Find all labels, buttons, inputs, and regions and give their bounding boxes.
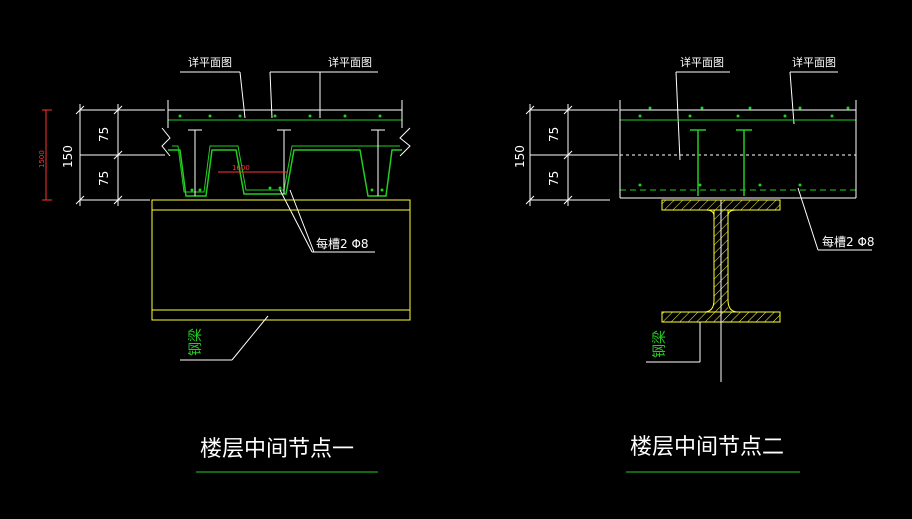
node-two-detail: 详平面图 详平面图 150 75 75 xyxy=(513,55,875,473)
node-two-beam-label: 钢梁 xyxy=(652,330,668,358)
node-one-dim-bottom: 75 xyxy=(97,171,111,186)
node-one-slab xyxy=(161,100,411,197)
node-two-dimension-lines xyxy=(525,104,618,206)
node-one-reference-leaders xyxy=(180,71,378,119)
node-one-beam-leader xyxy=(180,315,269,361)
node-two-slab xyxy=(619,100,857,199)
node-one-rebar-note: 每槽2 Φ8 xyxy=(316,236,369,251)
node-two-ref-label-right: 详平面图 xyxy=(792,55,836,69)
node-one-beam-label: 钢梁 xyxy=(188,328,204,356)
node-two-rebar-note: 每槽2 Φ8 xyxy=(822,234,875,249)
node-one-rib-dim: 1600 xyxy=(232,164,250,172)
node-one-dimension-lines xyxy=(75,104,165,206)
node-two-reference-leaders xyxy=(675,71,838,161)
node-two-ref-label-left: 详平面图 xyxy=(680,55,724,69)
node-one-detail: 详平面图 详平面图 1500 150 75 75 xyxy=(38,55,411,473)
node-one-ref-label-right: 详平面图 xyxy=(328,55,372,69)
node-two-dim-total: 150 xyxy=(513,145,527,168)
node-two-dim-bottom: 75 xyxy=(547,171,561,186)
node-one-ref-label-left: 详平面图 xyxy=(188,55,232,69)
node-two-dim-top: 75 xyxy=(547,127,561,142)
node-one-dim-top: 75 xyxy=(97,127,111,142)
node-one-title: 楼层中间节点一 xyxy=(200,437,354,462)
node-one-steel-beam xyxy=(151,199,411,321)
node-one-red-dimension xyxy=(42,109,52,201)
node-one-dim-red: 1500 xyxy=(38,150,46,168)
node-two-rebar-leader xyxy=(797,187,872,251)
node-one-dim-total: 150 xyxy=(61,145,75,168)
node-two-beam-leader xyxy=(646,322,701,363)
node-two-title: 楼层中间节点二 xyxy=(630,435,784,460)
